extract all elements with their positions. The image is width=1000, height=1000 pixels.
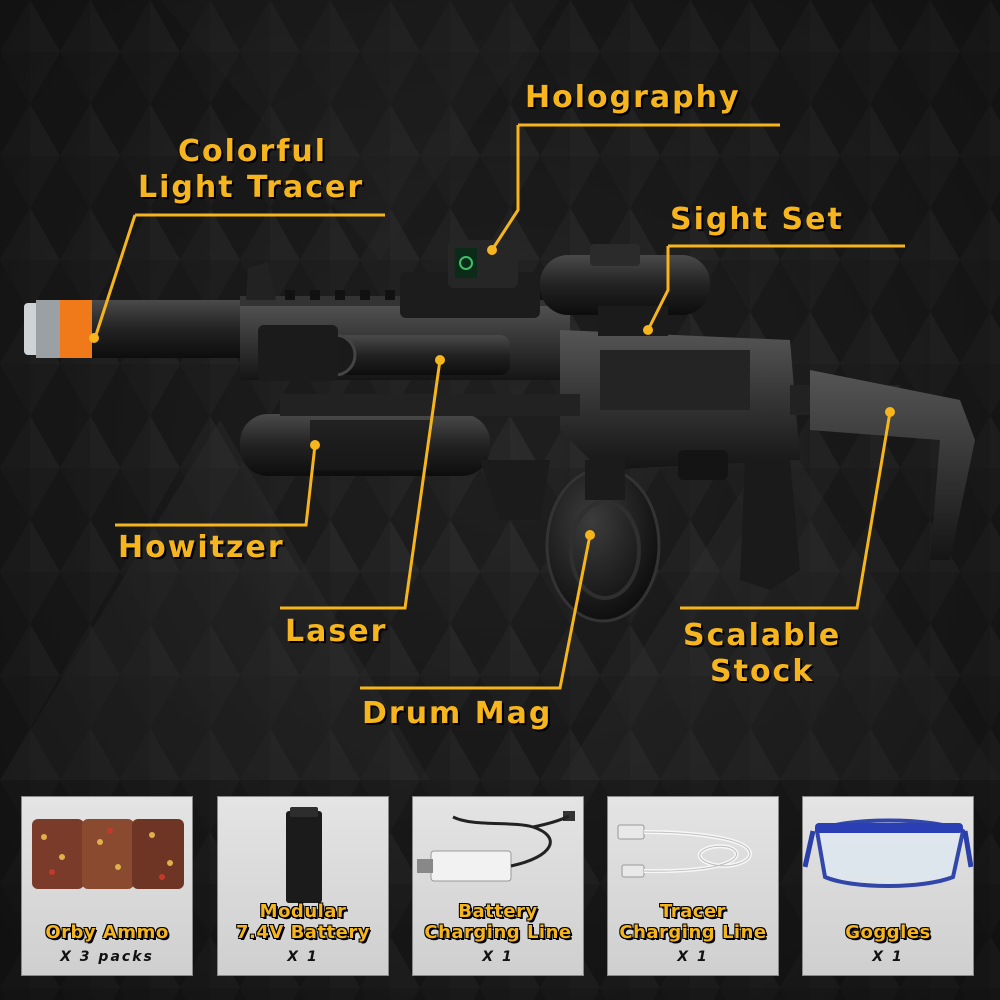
- callout-lines: [94, 123, 905, 690]
- safety-goggles-icon: [803, 818, 973, 888]
- light-tracer-label-line1: Colorful: [178, 134, 328, 169]
- battery-icon: [286, 807, 322, 903]
- accessory-qty: X 3 packs: [60, 949, 154, 965]
- accessory-qty: X 1: [677, 949, 709, 965]
- usb-charger-cable-icon: [417, 811, 575, 882]
- accessory-qty: X 1: [872, 949, 904, 965]
- sight-set-label: Sight Set: [670, 202, 844, 237]
- howitzer-launcher: [240, 394, 580, 520]
- accessory-card-battery-charging-line: Battery Charging Line X 1: [413, 797, 583, 975]
- pistol-grip: [740, 460, 800, 590]
- howitzer-label: Howitzer: [118, 530, 285, 565]
- drum-mag-label: Drum Mag: [362, 696, 553, 731]
- accessory-name-line2: 7.4V Battery: [236, 922, 370, 943]
- scalable-stock-label-line2: Stock: [710, 654, 815, 689]
- gel-ball-packs-icon: [32, 819, 184, 889]
- scalable-stock: [790, 370, 975, 560]
- accessory-qty: X 1: [287, 949, 319, 965]
- light-tracer-label-line2: Light Tracer: [138, 170, 365, 205]
- receiver: [560, 330, 800, 480]
- holography-label: Holography: [525, 80, 741, 115]
- accessory-card-orby-ammo: Orby Ammo X 3 packs: [22, 797, 192, 975]
- scalable-stock-label-line1: Scalable: [683, 618, 842, 653]
- accessory-name-line1: Tracer: [659, 901, 727, 922]
- accessory-name-line2: Charging Line: [424, 922, 572, 943]
- accessory-card-tracer-charging-line: Tracer Charging Line X 1: [608, 797, 778, 975]
- accessory-name-line2: Charging Line: [619, 922, 767, 943]
- accessory-name: Goggles: [845, 922, 931, 943]
- light-tracer: [24, 300, 252, 358]
- accessory-card-battery: Modular 7.4V Battery X 1: [218, 797, 388, 975]
- holographic-sight: [400, 240, 540, 318]
- accessory-card-goggles: Goggles X 1: [803, 797, 973, 975]
- drum-magazine: [545, 460, 661, 623]
- accessory-name-line1: Battery: [458, 901, 538, 922]
- laser-label: Laser: [285, 614, 388, 649]
- usb-c-cable-icon: [617, 824, 752, 878]
- accessory-name-line1: Modular: [259, 901, 347, 922]
- accessory-name: Orby Ammo: [45, 922, 169, 943]
- accessory-qty: X 1: [482, 949, 514, 965]
- laser-module: [258, 325, 510, 381]
